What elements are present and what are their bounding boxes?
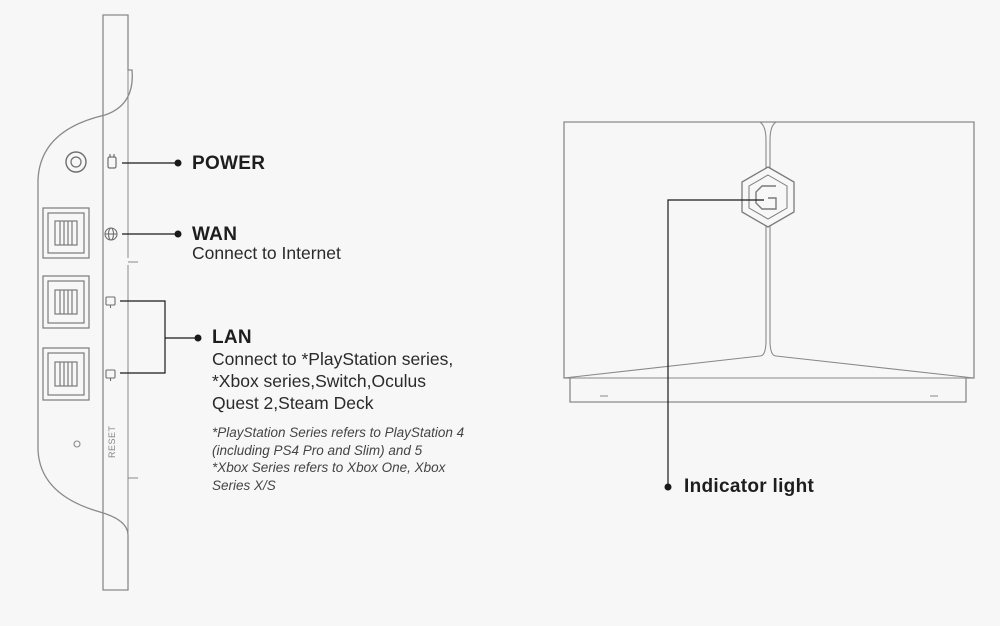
reset-hole (73, 440, 81, 448)
wan-label: WAN (192, 224, 238, 245)
lan-port-1 (42, 275, 90, 329)
globe-icon (104, 227, 118, 241)
hexagon-logo-icon (741, 166, 795, 228)
wan-description: Connect to Internet (192, 243, 341, 263)
lan-port-2 (42, 347, 90, 401)
footnote-line-1: *PlayStation Series refers to PlayStatio… (212, 425, 465, 440)
wan-port (42, 207, 90, 259)
callout-lines-right (667, 199, 764, 487)
reset-label: RESET (107, 425, 117, 458)
footnote-line-4: Series X/S (212, 478, 276, 493)
callout-dot-wan (174, 230, 182, 238)
power-button-icon (65, 151, 87, 173)
callout-dot-indicator (664, 483, 672, 491)
callout-dot-lan (194, 334, 202, 342)
callout-lines-left (120, 162, 198, 374)
lan-label: LAN (212, 327, 252, 348)
lan-description-line-3: Quest 2,Steam Deck (212, 393, 374, 413)
lan-description-line-1: Connect to *PlayStation series, (212, 349, 454, 369)
router-front-view (563, 121, 975, 403)
power-label: POWER (192, 153, 266, 174)
footnote-line-3: *Xbox Series refers to Xbox One, Xbox (212, 460, 446, 475)
router-side-view (37, 14, 138, 591)
lan-description-line-2: *Xbox series,Switch,Oculus (212, 371, 426, 391)
footnote-line-2: (including PS4 Pro and Slim) and 5 (212, 443, 423, 458)
lan-icon (105, 369, 116, 381)
lan-icon (105, 296, 116, 308)
indicator-light-label: Indicator light (684, 476, 815, 497)
callout-dot-power (174, 159, 182, 167)
power-port-icon (107, 154, 117, 169)
